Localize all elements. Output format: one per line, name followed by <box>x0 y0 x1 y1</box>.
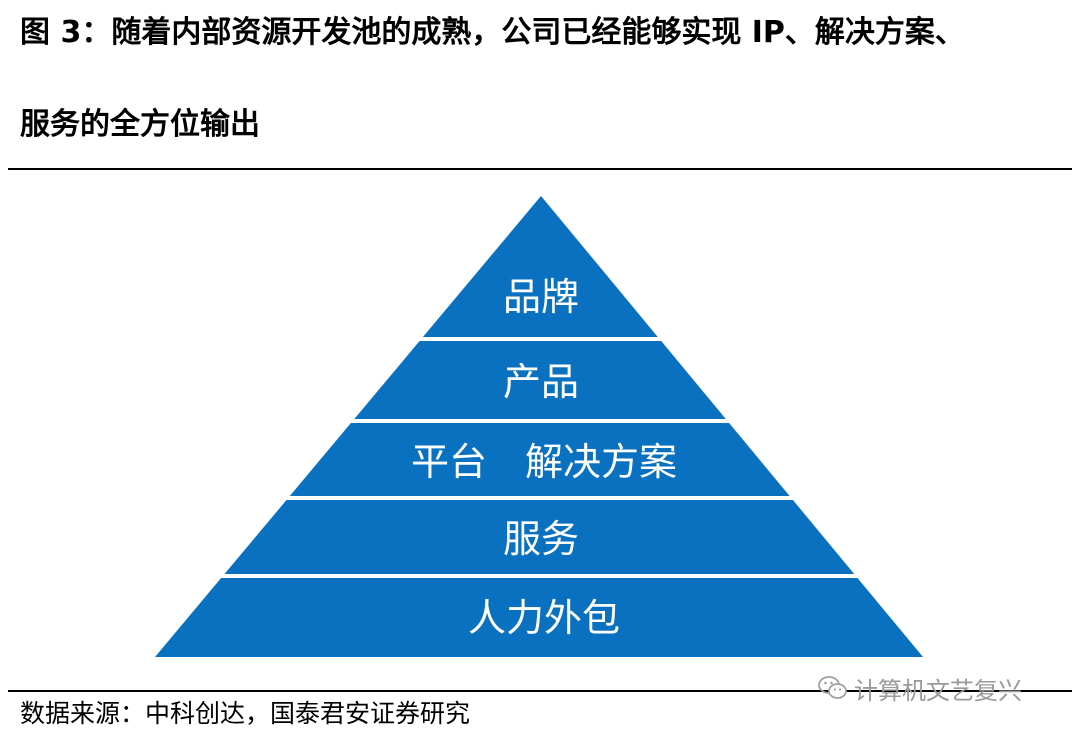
wechat-icon <box>818 675 848 701</box>
tier-label-services: 服务 <box>503 517 579 561</box>
bottom-divider <box>8 690 1072 692</box>
tier-outsourcing <box>155 578 923 657</box>
tier-label-brand: 品牌 <box>503 275 579 319</box>
tier-platform-solutions <box>289 423 790 496</box>
tier-product <box>354 341 726 419</box>
figure-title-line-2: 服务的全方位输出 <box>20 107 260 142</box>
watermark: 计算机文艺复兴 <box>818 668 1022 708</box>
tier-label-outsourcing: 人力外包 <box>468 596 620 640</box>
tier-services <box>224 500 855 574</box>
figure-title-line-1: 图 3：随着内部资源开发池的成熟，公司已经能够实现 IP、解决方案、 <box>20 15 965 50</box>
tier-brand <box>422 196 658 337</box>
top-divider <box>8 168 1072 170</box>
source-note: 数据来源：中科创达，国泰君安证券研究 <box>20 699 471 728</box>
watermark-text: 计算机文艺复兴 <box>854 676 1022 705</box>
tier-label-product: 产品 <box>503 360 579 404</box>
tier-label-platform-solutions: 平台 解决方案 <box>411 440 677 484</box>
